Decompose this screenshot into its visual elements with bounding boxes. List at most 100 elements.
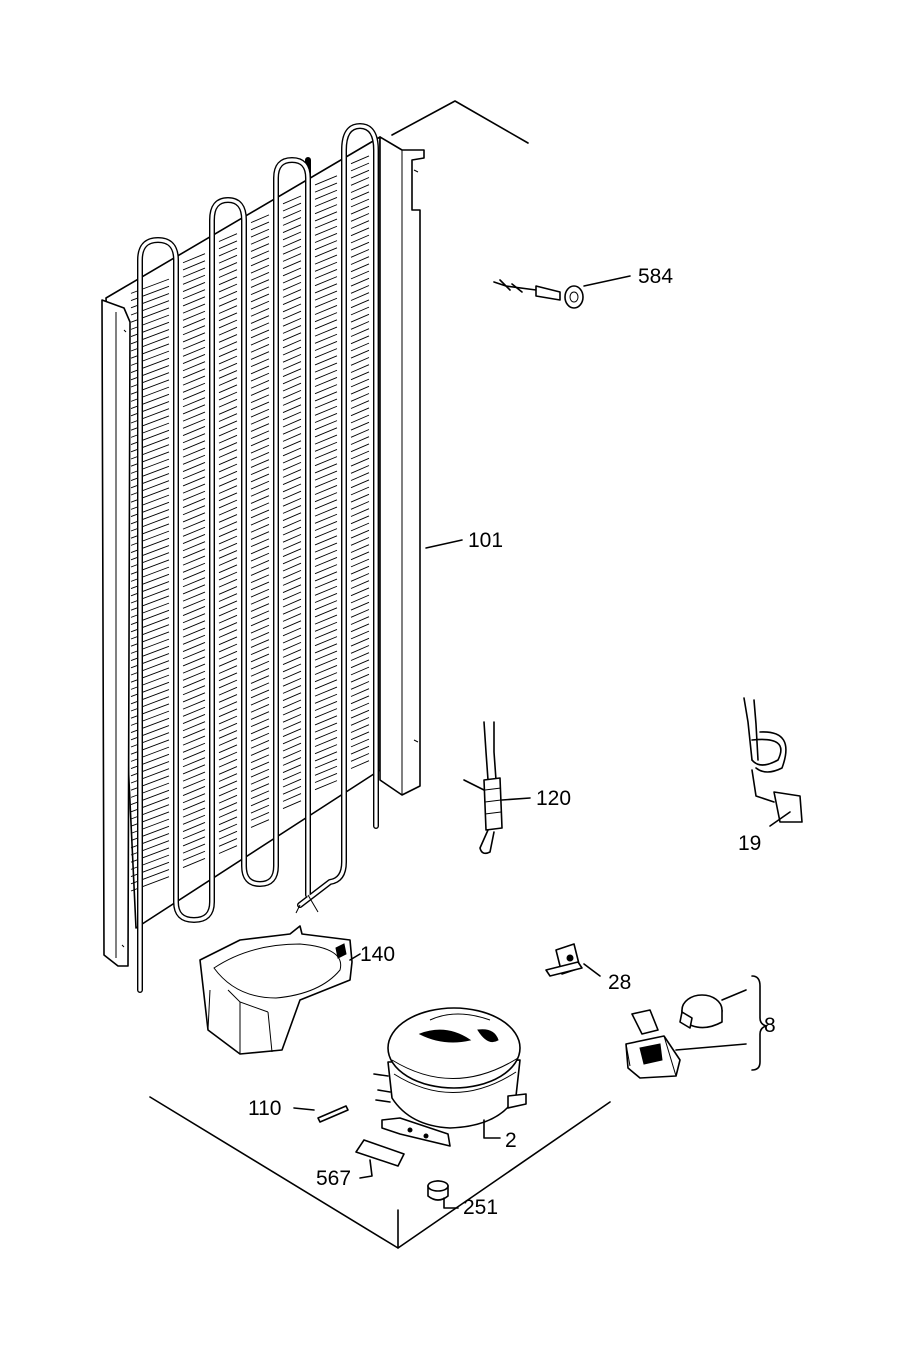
fin-line <box>182 339 206 350</box>
fin-line <box>314 312 338 323</box>
fin-line <box>282 577 302 586</box>
fin-line <box>218 694 238 703</box>
fin-line <box>250 574 270 584</box>
fin-line <box>282 346 302 356</box>
condenser-fins <box>130 155 370 892</box>
fin-line <box>314 636 338 647</box>
pin <box>293 1105 349 1123</box>
fin-line <box>218 478 238 487</box>
fin-line <box>282 771 302 781</box>
fin-line <box>218 802 238 811</box>
fin-line <box>250 718 270 728</box>
fin-line <box>182 634 206 645</box>
fin-line <box>250 236 270 245</box>
fin-line <box>350 313 370 323</box>
fin-line <box>314 758 338 769</box>
fin-line <box>250 221 270 231</box>
fin-line <box>218 456 238 466</box>
fin-line <box>182 318 206 328</box>
fin-line <box>218 629 238 638</box>
fin-line <box>350 673 370 683</box>
fin-line <box>250 315 270 324</box>
fin-line <box>282 649 302 658</box>
fin-line <box>182 548 206 559</box>
fin-line <box>314 377 338 387</box>
fin-line <box>282 303 302 313</box>
fin-line <box>314 427 338 438</box>
fin-line <box>350 522 370 532</box>
fin-line <box>218 341 238 350</box>
fin-line <box>350 565 370 575</box>
fin-line <box>182 771 206 782</box>
fin-line <box>350 198 370 208</box>
fin-line <box>314 254 338 265</box>
fin-line <box>350 213 370 222</box>
fin-line <box>314 542 338 553</box>
label-drip-tray: 140 <box>360 943 396 966</box>
fin-line <box>282 728 302 737</box>
fin-line <box>314 564 338 575</box>
fin-line <box>350 681 370 690</box>
label-drier-filter: 120 <box>536 787 572 810</box>
fin-line <box>314 751 338 762</box>
fin-line <box>218 370 238 379</box>
fin-line <box>350 429 370 438</box>
fin-line <box>218 362 238 372</box>
fin-line <box>250 272 270 281</box>
fin-line <box>182 519 206 530</box>
fin-line <box>350 371 370 381</box>
fin-line <box>182 490 206 501</box>
fin-line <box>250 380 270 389</box>
fin-line <box>314 521 338 531</box>
fin-line <box>314 499 338 510</box>
fin-line <box>250 689 270 699</box>
fin-line <box>282 670 302 680</box>
fin-line <box>314 341 338 351</box>
fin-line <box>250 581 270 591</box>
fin-line <box>282 411 302 421</box>
fin-line <box>182 469 206 480</box>
fin-line <box>314 549 338 560</box>
fin-line <box>282 598 302 608</box>
fin-line <box>350 457 370 467</box>
fin-line <box>250 372 270 382</box>
fin-line <box>218 845 238 854</box>
fin-line <box>182 786 206 796</box>
fin-line <box>282 562 302 572</box>
fin-line <box>282 713 302 723</box>
fin-line <box>182 404 206 415</box>
fin-line <box>218 398 238 408</box>
fin-line <box>282 476 302 485</box>
fin-line <box>218 686 238 696</box>
fin-line <box>314 384 338 395</box>
fin-line <box>282 483 302 493</box>
fin-line <box>350 349 370 359</box>
fin-line <box>314 607 338 618</box>
fin-line <box>218 355 238 365</box>
fin-line <box>218 571 238 581</box>
fin-line <box>182 627 206 638</box>
fin-line <box>282 699 302 709</box>
fin-line <box>218 780 238 790</box>
fin-line <box>350 659 370 669</box>
fin-line <box>250 358 270 368</box>
fin-line <box>350 753 370 762</box>
fin-line <box>314 305 338 315</box>
fin-line <box>282 685 302 694</box>
fin-line <box>282 397 302 406</box>
fin-line <box>182 800 206 811</box>
fin-line <box>282 785 302 795</box>
fin-line <box>350 292 370 301</box>
fin-line <box>282 217 302 226</box>
fin-line <box>250 387 270 396</box>
cabinet-outline <box>149 100 611 1249</box>
fin-line <box>218 542 238 552</box>
fin-line <box>350 328 370 337</box>
fin-line <box>250 351 270 360</box>
fin-line <box>218 715 238 725</box>
fin-line <box>282 764 302 773</box>
fin-line <box>250 401 270 411</box>
fin-line <box>182 606 206 616</box>
